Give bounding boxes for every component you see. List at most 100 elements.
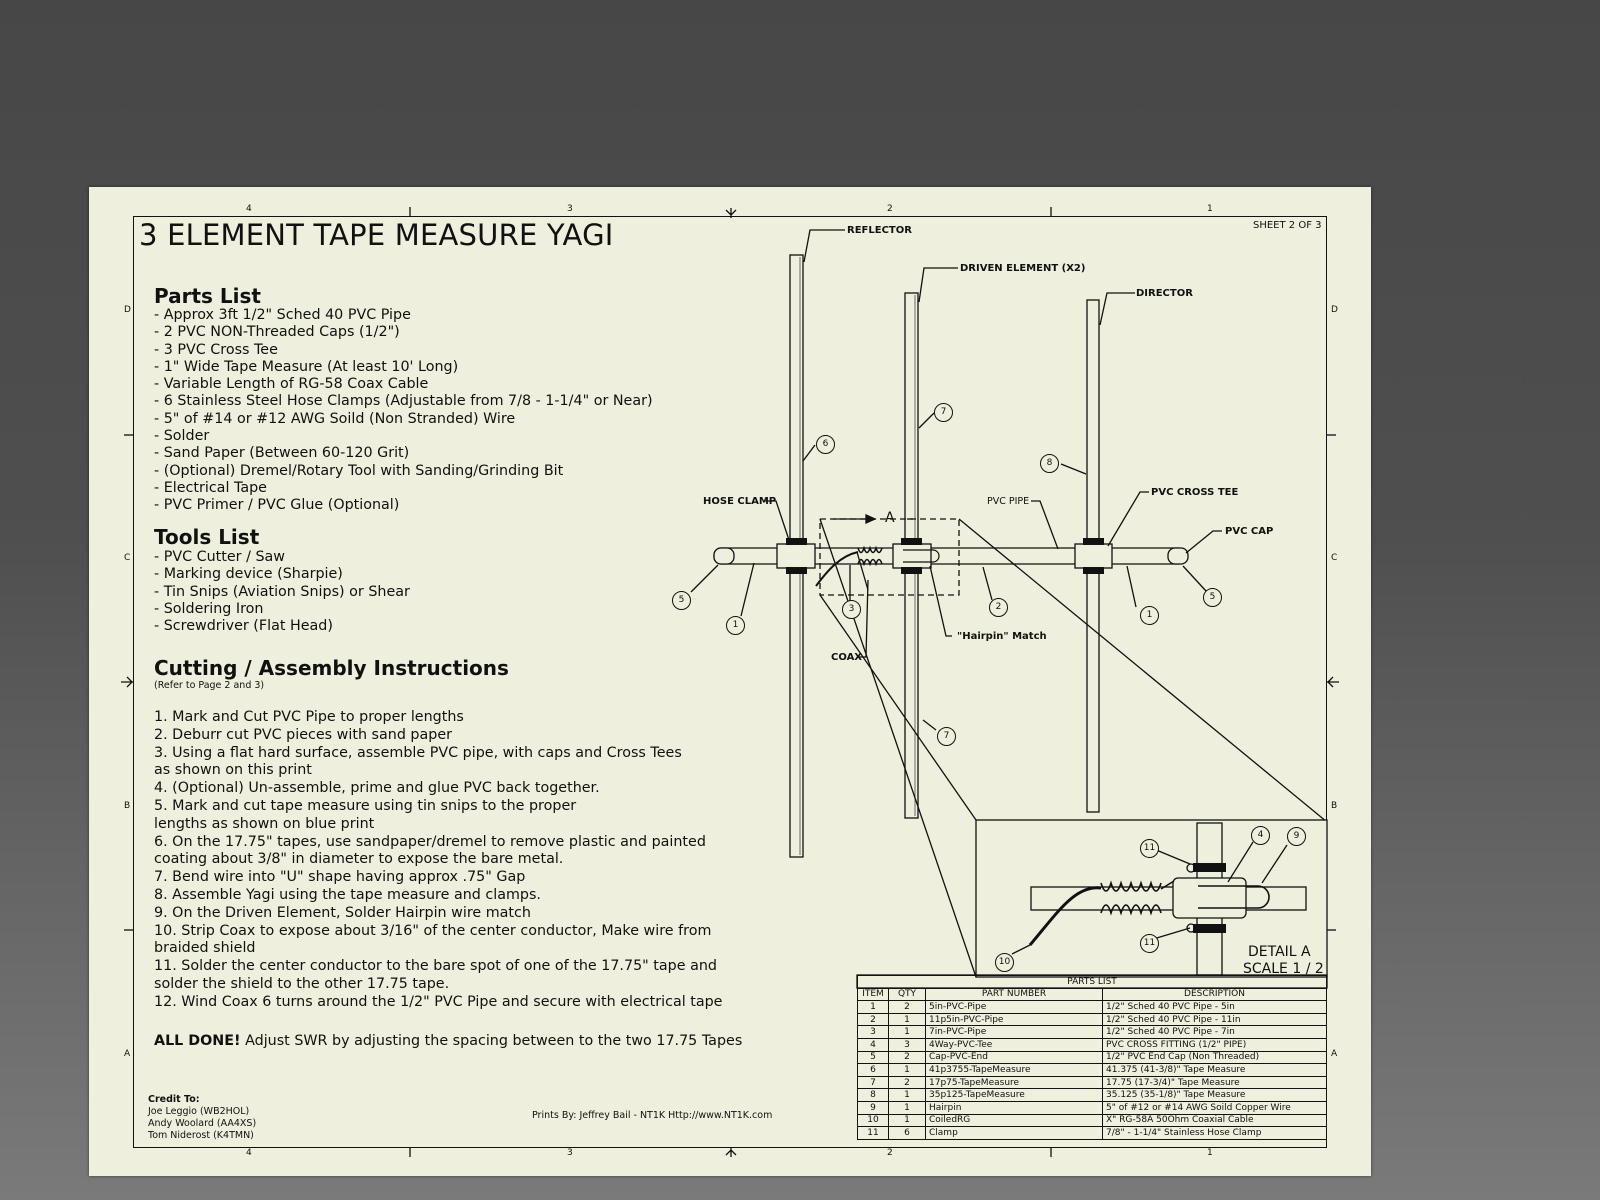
table-cell: 1/2" Sched 40 PVC Pipe - 11in <box>1102 1012 1327 1027</box>
table-cell: 41.375 (41-3/8)" Tape Measure <box>1102 1063 1327 1077</box>
table-cell: Cap-PVC-End <box>925 1050 1103 1065</box>
table-cell: Clamp <box>925 1126 1103 1140</box>
list-item: braided shield <box>154 940 256 957</box>
list-item: 4. (Optional) Un-assemble, prime and glu… <box>154 780 600 797</box>
list-item: 10. Strip Coax to expose about 3/16" of … <box>154 922 712 939</box>
list-item: - Electrical Tape <box>154 479 267 496</box>
hairpin-match-label: "Hairpin" Match <box>957 631 1047 642</box>
table-cell: 10 <box>857 1113 889 1128</box>
all-done-text: Adjust SWR by adjusting the spacing betw… <box>240 1033 743 1049</box>
hose-clamp-label: HOSE CLAMP <box>703 496 777 507</box>
all-done-label: ALL DONE! <box>154 1033 241 1049</box>
table-cell: 1 <box>888 1100 926 1115</box>
coax-label: COAX <box>831 652 863 663</box>
driven-element-label: DRIVEN ELEMENT (X2) <box>960 263 1086 274</box>
zone-top-4: 4 <box>246 204 252 214</box>
table-cell: 1 <box>888 1012 926 1027</box>
list-item: - PVC Cutter / Saw <box>154 549 285 565</box>
table-cell: 7/8" - 1-1/4" Stainless Hose Clamp <box>1102 1126 1327 1140</box>
pvc-cap-label: PVC CAP <box>1225 526 1274 537</box>
pvc-pipe-label: PVC PIPE <box>987 496 1030 507</box>
credit-name: Joe Leggio (WB2HOL) <box>148 1106 250 1117</box>
item-balloon: 3 <box>842 600 861 619</box>
list-item: - Sand Paper (Between 60-120 Grit) <box>154 445 410 462</box>
drawing-title: 3 ELEMENT TAPE MEASURE YAGI <box>139 218 614 252</box>
table-cell: X" RG-58A 50Ohm Coaxial Cable <box>1102 1113 1327 1128</box>
detail-a-label: DETAIL A <box>1248 944 1311 960</box>
zone-bottom-3: 3 <box>567 1148 573 1158</box>
table-cell: 4Way-PVC-Tee <box>925 1037 1103 1052</box>
table-cell: 3 <box>888 1037 926 1052</box>
list-item: - Solder <box>154 428 210 445</box>
zone-top-2: 2 <box>887 204 893 214</box>
list-item: - Soldering Iron <box>154 600 264 617</box>
list-item: - 2 PVC NON-Threaded Caps (1/2") <box>154 324 400 341</box>
item-balloon: 7 <box>934 403 953 422</box>
table-cell: 35.125 (35-1/8)" Tape Measure <box>1102 1088 1327 1102</box>
column-header: DESCRIPTION <box>1102 987 1327 1002</box>
item-balloon: 4 <box>1251 826 1270 845</box>
list-item: 8. Assemble Yagi using the tape measure … <box>154 886 541 903</box>
all-done-note: ALL DONE! Adjust SWR by adjusting the sp… <box>154 1033 742 1050</box>
item-balloon: 5 <box>1203 588 1222 607</box>
table-cell: 7in-PVC-Pipe <box>925 1025 1103 1039</box>
column-header: ITEM <box>857 987 889 1002</box>
list-item: - Approx 3ft 1/2" Sched 40 PVC Pipe <box>154 307 411 323</box>
table-cell: 1 <box>888 1063 926 1077</box>
item-balloon: 6 <box>816 435 835 454</box>
parts-table-title: PARTS LIST <box>857 975 1327 989</box>
prints-by: Prints By: Jeffrey Bail - NT1K Http://ww… <box>532 1110 773 1121</box>
zone-right-d: D <box>1331 305 1338 315</box>
table-cell: 5" of #12 or #14 AWG Soild Copper Wire <box>1102 1100 1327 1115</box>
list-item: 5. Mark and cut tape measure using tin s… <box>154 797 577 814</box>
zone-bottom-2: 2 <box>887 1148 893 1158</box>
table-cell: 1 <box>888 1113 926 1128</box>
list-item: - 5" of #14 or #12 AWG Soild (Non Strand… <box>154 410 516 427</box>
table-cell: 5in-PVC-Pipe <box>925 1000 1103 1014</box>
item-balloon: 1 <box>1140 606 1159 625</box>
sheet-number: SHEET 2 OF 3 <box>1253 220 1322 231</box>
list-item: - Screwdriver (Flat Head) <box>154 618 333 635</box>
list-item: solder the shield to the other 17.75 tap… <box>154 975 450 992</box>
list-item: 7. Bend wire into "U" shape having appro… <box>154 869 526 886</box>
list-item: 12. Wind Coax 6 turns around the 1/2" PV… <box>154 993 723 1010</box>
credit-name: Tom Niderost (K4TMN) <box>148 1130 254 1141</box>
column-header: PART NUMBER <box>925 987 1103 1002</box>
list-item: 1. Mark and Cut PVC Pipe to proper lengt… <box>154 709 464 725</box>
item-balloon: 5 <box>672 591 691 610</box>
zone-right-a: A <box>1331 1049 1338 1059</box>
credit-name: Andy Woolard (AA4XS) <box>148 1118 257 1129</box>
table-cell: 7 <box>857 1075 889 1090</box>
table-cell: 5 <box>857 1050 889 1065</box>
list-item: 11. Solder the center conductor to the b… <box>154 958 717 975</box>
list-item: 3. Using a flat hard surface, assemble P… <box>154 744 682 761</box>
list-item: - 1" Wide Tape Measure (At least 10' Lon… <box>154 358 459 375</box>
director-label: DIRECTOR <box>1136 288 1193 299</box>
item-balloon: 10 <box>995 953 1014 972</box>
list-item: coating about 3/8" in diameter to expose… <box>154 851 564 868</box>
item-balloon: 9 <box>1287 827 1306 846</box>
zone-top-3: 3 <box>567 204 573 214</box>
zone-bottom-4: 4 <box>246 1148 252 1158</box>
table-cell: 3 <box>857 1025 889 1039</box>
table-cell: 2 <box>888 1000 926 1014</box>
tools-list: - PVC Cutter / Saw - Marking device (Sha… <box>154 549 410 635</box>
table-cell: 41p3755-TapeMeasure <box>925 1063 1103 1077</box>
list-item: - 6 Stainless Steel Hose Clamps (Adjusta… <box>154 393 653 410</box>
table-cell: PVC CROSS FITTING (1/2" PIPE) <box>1102 1037 1327 1052</box>
table-cell: 4 <box>857 1037 889 1052</box>
detail-scale-label: SCALE 1 / 2 <box>1243 961 1324 977</box>
pvc-cross-tee-label: PVC CROSS TEE <box>1151 487 1239 498</box>
instructions-list: 1. Mark and Cut PVC Pipe to proper lengt… <box>154 709 722 1012</box>
list-item: 9. On the Driven Element, Solder Hairpin… <box>154 904 531 921</box>
list-item: 6. On the 17.75" tapes, use sandpaper/dr… <box>154 833 706 850</box>
